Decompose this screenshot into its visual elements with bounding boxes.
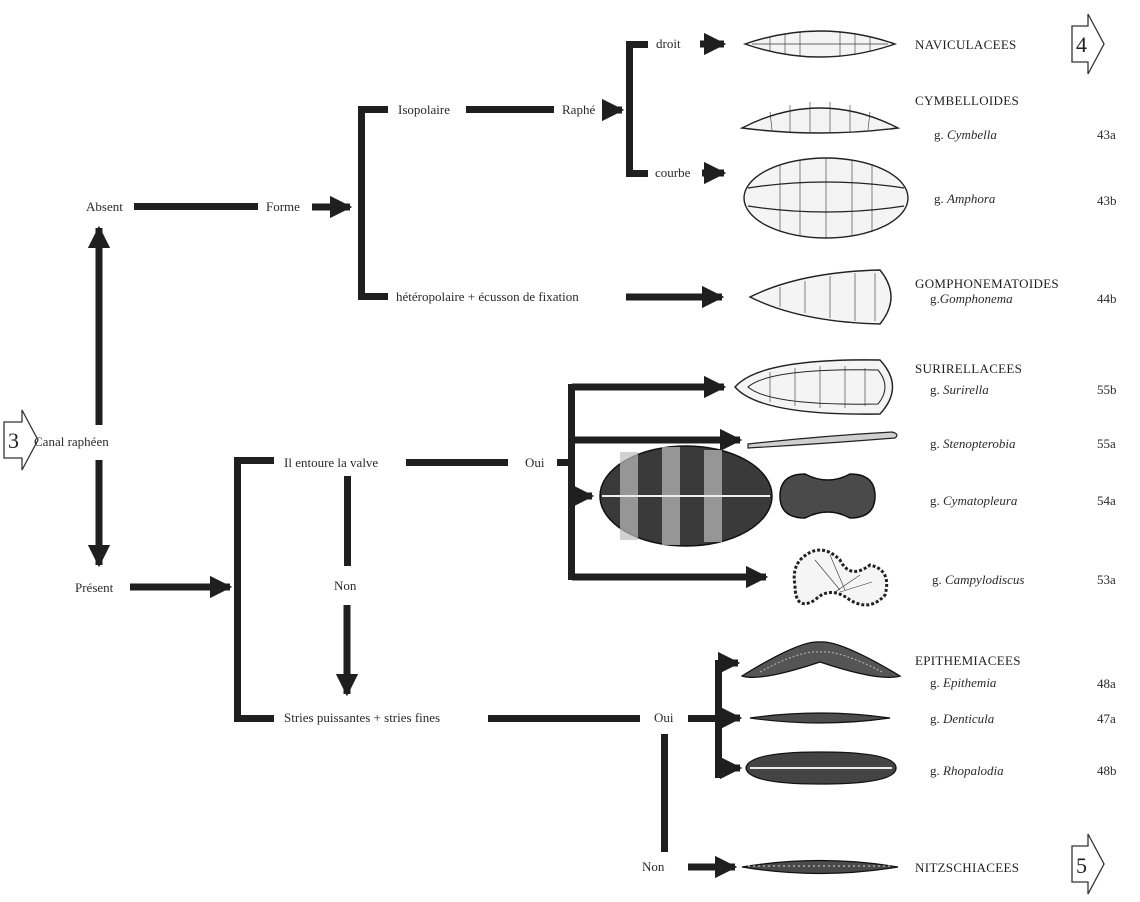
bracket-raphe-bottom (626, 170, 648, 177)
genera-labels: g. Cymbella 43a g. Amphora 43b g.Gomphon… (930, 127, 1117, 778)
node-entoure-valve: Il entoure la valve (284, 455, 378, 470)
genus-cymatopleura: g. Cymatopleura (930, 493, 1018, 508)
genus-gomphonema: g.Gomphonema (930, 291, 1013, 306)
genus-campylodiscus: g. Campylodiscus (932, 572, 1024, 587)
genus-cymbella: g. Cymbella (934, 127, 997, 142)
bracket-present-top (234, 457, 274, 464)
node-raphe: Raphé (562, 102, 595, 117)
nitzschia-drawing (742, 861, 898, 874)
node-non-2: Non (642, 859, 665, 874)
rhopalodia-drawing (746, 752, 896, 784)
bar-oui2-non2 (661, 734, 668, 852)
node-stries: Stries puissantes + stries fines (284, 710, 440, 725)
ref-denticula: 47a (1097, 711, 1116, 726)
family-nitzschiacees: NITZSCHIACEES (915, 860, 1019, 875)
gomphonema-drawing (750, 270, 891, 324)
page-out-top-number: 4 (1076, 32, 1087, 57)
amphora-drawing (744, 158, 908, 238)
bar-oui2 (688, 715, 718, 722)
page-arrow-out-top[interactable]: 4 (1072, 14, 1104, 74)
bar-non-top (344, 476, 351, 566)
ref-amphora: 43b (1097, 193, 1117, 208)
genus-epithemia: g. Epithemia (930, 675, 997, 690)
node-oui-2: Oui (654, 710, 674, 725)
surirella-drawing (735, 360, 893, 414)
ref-rhopalodia: 48b (1097, 763, 1117, 778)
genus-surirella: g. Surirella (930, 382, 989, 397)
page-in-number: 3 (8, 428, 19, 453)
family-epithemiacees: EPITHEMIACEES (915, 653, 1021, 668)
node-heteropolaire: hétéropolaire + écusson de fixation (396, 289, 579, 304)
ref-cymatopleura: 54a (1097, 493, 1116, 508)
cymbella-drawing (742, 102, 898, 133)
ref-cymbella: 43a (1097, 127, 1116, 142)
bracket-oui1 (568, 384, 575, 580)
campylodiscus-drawing (794, 550, 887, 605)
denticula-drawing (750, 713, 890, 723)
bracket-raphe (626, 41, 633, 177)
bar-isopolaire-raphe (466, 106, 554, 113)
family-naviculacees: NAVICULACEES (915, 37, 1017, 52)
bar-entoure-oui (406, 459, 508, 466)
ref-campylodiscus: 53a (1097, 572, 1116, 587)
bracket-forme-bottom (358, 293, 388, 300)
bracket-forme (358, 106, 365, 300)
page-arrow-out-bottom[interactable]: 5 (1072, 834, 1104, 894)
family-gomphonematoides: GOMPHONEMATOIDES (915, 276, 1059, 291)
page-arrow-in[interactable]: 3 (4, 410, 38, 470)
node-present: Présent (75, 580, 114, 595)
bracket-raphe-top (626, 41, 648, 48)
bracket-present (234, 457, 241, 722)
stenopterobia-drawing (748, 432, 897, 448)
bracket-forme-top (358, 106, 388, 113)
ref-gomphonema: 44b (1097, 291, 1117, 306)
bar-stries-oui (488, 715, 640, 722)
bar-absent-forme (134, 203, 258, 210)
bracket-present-bottom (234, 715, 274, 722)
ref-surirella: 55b (1097, 382, 1117, 397)
family-labels: NAVICULACEES CYMBELLOIDES GOMPHONEMATOID… (915, 37, 1059, 875)
genus-denticula: g. Denticula (930, 711, 995, 726)
cymatopleura-small-drawing (780, 474, 875, 518)
genus-rhopalodia: g. Rhopalodia (930, 763, 1004, 778)
node-isopolaire: Isopolaire (398, 102, 450, 117)
node-courbe: courbe (655, 165, 691, 180)
node-canal-rapheen: Canal raphéen (34, 434, 109, 449)
node-absent: Absent (86, 199, 123, 214)
genus-stenopterobia: g. Stenopterobia (930, 436, 1016, 451)
ref-stenopterobia: 55a (1097, 436, 1116, 451)
genus-amphora: g. Amphora (934, 191, 996, 206)
node-forme: Forme (266, 199, 300, 214)
epithemia-drawing (742, 642, 900, 677)
navicula-drawing (745, 31, 895, 57)
family-cymbelloides: CYMBELLOIDES (915, 93, 1019, 108)
node-oui-1: Oui (525, 455, 545, 470)
node-droit: droit (656, 36, 681, 51)
family-surirellacees: SURIRELLACEES (915, 361, 1022, 376)
diatom-drawings (600, 31, 908, 874)
ref-epithemia: 48a (1097, 676, 1116, 691)
page-out-bottom-number: 5 (1076, 853, 1087, 878)
node-non-1: Non (334, 578, 357, 593)
cymatopleura-large-drawing (600, 446, 772, 546)
